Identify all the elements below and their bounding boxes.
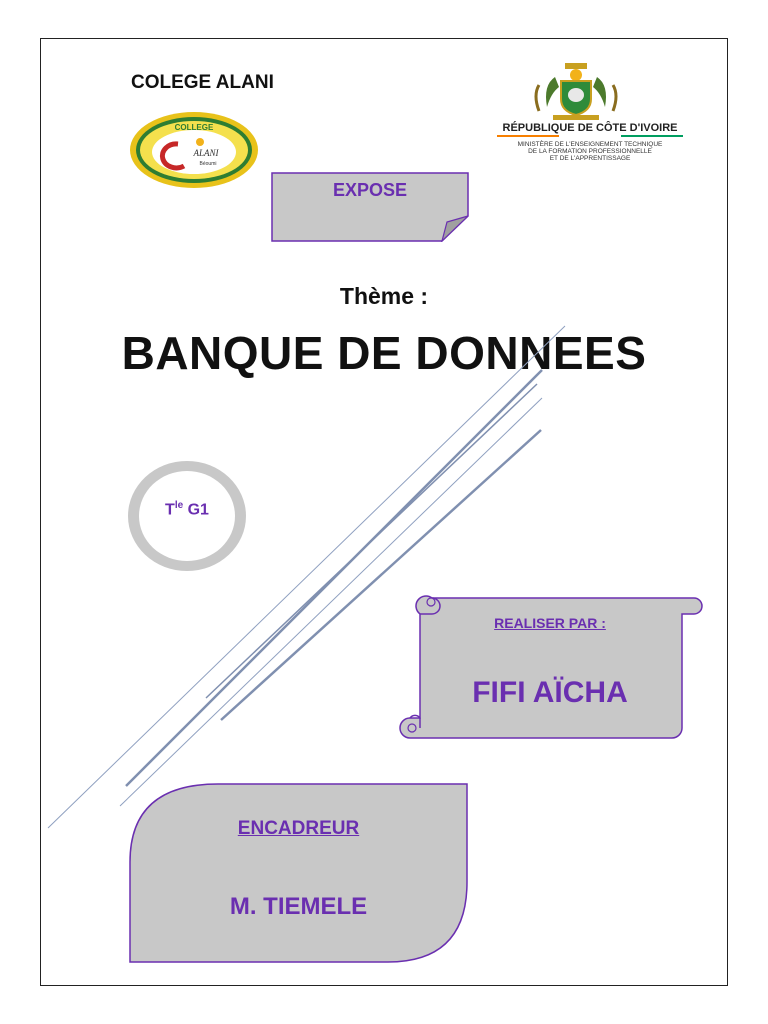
- school-name: COLEGE ALANI: [131, 72, 274, 93]
- class-badge-inner: [139, 471, 235, 561]
- class-level-sup: le: [174, 500, 184, 511]
- emblem-ministry-line2: DE LA FORMATION PROFESSIONNELLE: [528, 148, 652, 155]
- supervisor-label: ENCADREUR: [237, 818, 360, 839]
- supervisor-name: M. TIEMELE: [229, 893, 368, 920]
- emblem-ministry-line1: MINISTÈRE DE L'ENSEIGNEMENT TECHNIQUE: [518, 139, 663, 148]
- author-scroll: [399, 595, 703, 739]
- author-name: FIFI AÏCHA: [472, 676, 628, 709]
- class-group: G1: [187, 501, 209, 519]
- theme-label: Thème :: [339, 283, 429, 309]
- class-level: T: [165, 501, 175, 519]
- author-label: REALISER PAR :: [494, 615, 606, 631]
- emblem-country: RÉPUBLIQUE DE CÔTE D'IVOIRE: [503, 121, 678, 134]
- document-type-label: EXPOSE: [332, 180, 408, 200]
- page-border: [40, 38, 728, 986]
- supervisor-leaf: [129, 783, 468, 963]
- government-emblem: RÉPUBLIQUE DE CÔTE D'IVOIRE MINISTÈRE DE…: [497, 63, 683, 162]
- school-logo-title: COLLEGE: [175, 123, 214, 132]
- coat-of-arms-icon: [534, 63, 618, 120]
- emblem-ministry-line3: ET DE L'APPRENTISSAGE: [550, 155, 631, 162]
- main-title: BANQUE DE DONNEES: [121, 327, 647, 379]
- class-label: Tle G1: [128, 500, 246, 519]
- school-logo: COLLEGE ALANI Béoumi: [130, 112, 258, 188]
- expose-box: [271, 172, 469, 242]
- school-logo-name: ALANI: [192, 148, 219, 158]
- school-logo-town: Béoumi: [200, 161, 217, 167]
